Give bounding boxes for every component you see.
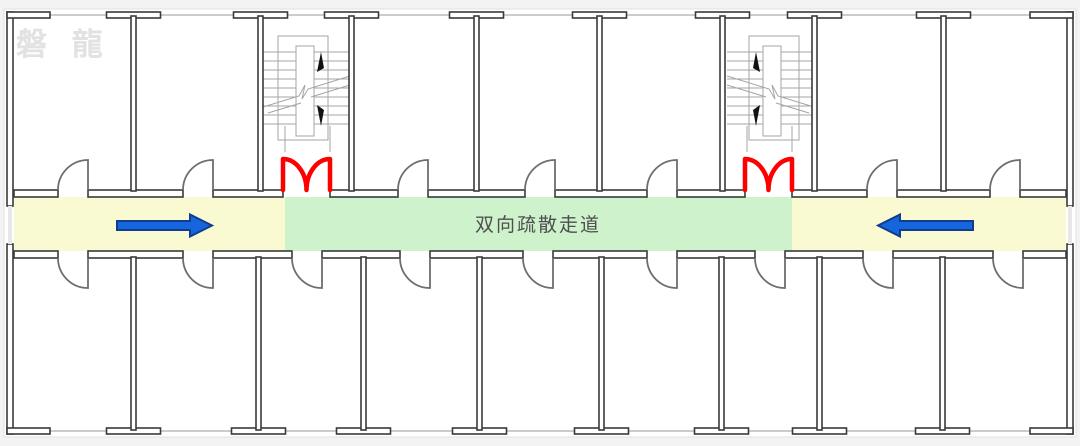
door-swing-area bbox=[867, 160, 897, 190]
door-leaf-arc bbox=[524, 159, 556, 191]
exterior-side-wall bbox=[6, 11, 14, 207]
stair-center-rail bbox=[295, 45, 315, 137]
exterior-side-wall bbox=[1066, 243, 1074, 435]
fire-doors-layer bbox=[280, 156, 795, 193]
arrows-layer bbox=[116, 212, 974, 239]
door-swing-area bbox=[525, 160, 555, 190]
stair-break-line bbox=[262, 75, 351, 108]
exterior-wall-segment bbox=[6, 427, 51, 435]
door-leaf-arc bbox=[399, 257, 431, 289]
evacuation-arrow-left bbox=[875, 212, 974, 239]
door-swing-area bbox=[400, 258, 430, 288]
stair-center-rail bbox=[762, 45, 782, 137]
partition-wall bbox=[348, 15, 355, 192]
partition-wall bbox=[816, 256, 823, 431]
partition-wall bbox=[130, 15, 137, 192]
door-swing-area bbox=[183, 160, 213, 190]
corridor-wall-segment bbox=[212, 189, 284, 198]
door-swing-area bbox=[58, 160, 88, 190]
stair-break-line bbox=[775, 102, 810, 114]
partition-wall bbox=[130, 256, 137, 431]
door-leaf-arc bbox=[989, 159, 1021, 191]
watermark: 磐 龍 bbox=[16, 27, 110, 63]
evacuation-arrow-right bbox=[116, 212, 215, 239]
door-leaf-arc bbox=[646, 257, 678, 289]
corridor-wall-segment bbox=[676, 189, 746, 198]
door-swing-area bbox=[993, 258, 1023, 288]
partition-wall bbox=[596, 15, 603, 192]
door-swing-area bbox=[183, 258, 213, 288]
partition-wall bbox=[255, 256, 262, 431]
corridor-wall-segment bbox=[212, 250, 293, 259]
door-leaf-arc bbox=[57, 159, 89, 191]
door-leaf-arc bbox=[522, 257, 554, 289]
stair-direction-arrow bbox=[317, 52, 324, 72]
partition-wall bbox=[939, 256, 946, 431]
corridor-wall-segment bbox=[329, 189, 399, 198]
door-leaf-arc bbox=[992, 257, 1024, 289]
door-leaf-arc bbox=[57, 257, 89, 289]
corridor-wall-segment bbox=[13, 189, 59, 198]
door-leaf-arc bbox=[291, 257, 323, 289]
door-swing-area bbox=[292, 258, 322, 288]
doors-layer bbox=[57, 159, 1024, 289]
corridor-exit-opening bbox=[1068, 206, 1072, 244]
stair-direction-arrow bbox=[753, 105, 760, 126]
partition-wall bbox=[476, 256, 483, 431]
door-leaf-arc bbox=[862, 257, 894, 289]
stair-break-line bbox=[310, 84, 351, 98]
door-swing-area bbox=[58, 258, 88, 288]
stair-break-line bbox=[267, 102, 302, 114]
stair-break-line bbox=[726, 84, 767, 98]
fire-door bbox=[280, 156, 333, 193]
corridor-label: 双向疏散走道 bbox=[475, 214, 601, 236]
door-swing-area bbox=[647, 258, 677, 288]
partition-wall bbox=[257, 15, 264, 192]
exterior-side-wall bbox=[6, 243, 14, 435]
corridor-exit-opening bbox=[8, 206, 12, 244]
door-swing-area bbox=[398, 160, 428, 190]
corridor-wall-segment bbox=[791, 189, 868, 198]
stairs-layer bbox=[262, 35, 815, 152]
partition-wall bbox=[718, 256, 725, 431]
partition-wall bbox=[719, 15, 726, 192]
exterior-wall-segment bbox=[1029, 11, 1074, 19]
corridor-wall-segment bbox=[1019, 189, 1067, 198]
partition-wall bbox=[940, 15, 947, 192]
corridor-wall-segment bbox=[676, 250, 756, 259]
door-swing-area bbox=[863, 258, 893, 288]
door-leaf-arc bbox=[754, 257, 786, 289]
door-leaf-arc bbox=[866, 159, 898, 191]
fire-door bbox=[742, 156, 795, 193]
exterior-side-wall bbox=[1066, 11, 1074, 207]
corridor-wall-segment bbox=[13, 250, 59, 259]
partition-wall bbox=[811, 15, 818, 192]
corridor-center-zone bbox=[285, 197, 792, 251]
stair-direction-arrow bbox=[317, 105, 324, 126]
stair-direction-arrow bbox=[753, 52, 760, 72]
corridor-wall-segment bbox=[1022, 250, 1067, 259]
walls-layer bbox=[6, 11, 1074, 435]
partition-wall bbox=[473, 15, 480, 192]
door-swing-area bbox=[755, 258, 785, 288]
door-swing-area bbox=[990, 160, 1020, 190]
door-leaf-arc bbox=[182, 159, 214, 191]
partition-wall bbox=[598, 256, 605, 431]
door-swing-area bbox=[523, 258, 553, 288]
corridor-layer bbox=[14, 197, 1066, 251]
exterior-wall-segment bbox=[1029, 427, 1074, 435]
door-leaf-arc bbox=[646, 159, 678, 191]
stair-break-line bbox=[726, 75, 815, 108]
door-leaf-arc bbox=[397, 159, 429, 191]
exterior-wall-segment bbox=[6, 11, 51, 19]
corridor-wall-segment bbox=[784, 250, 864, 259]
door-leaf-arc bbox=[182, 257, 214, 289]
door-swing-area bbox=[647, 160, 677, 190]
partition-wall bbox=[360, 256, 367, 431]
